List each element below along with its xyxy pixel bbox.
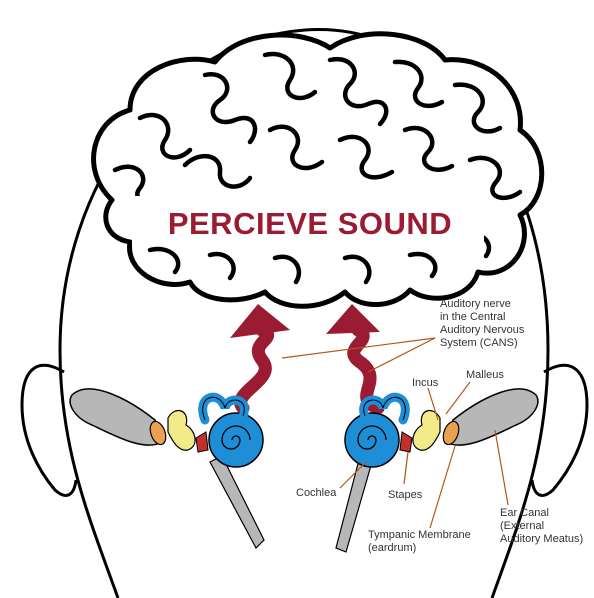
- right-ear-canal: [446, 389, 538, 445]
- label-cochlea: Cochlea: [296, 487, 337, 499]
- left-arrow-shaft: [241, 330, 268, 408]
- brain-outline: [94, 34, 542, 306]
- label-ear-canal-line3: Auditory Meatus): [500, 533, 583, 545]
- label-ear-canal-line1: Ear Canal: [500, 507, 549, 519]
- label-malleus: Malleus: [466, 369, 504, 381]
- leader-tympanic: [430, 446, 455, 528]
- label-auditory-nerve-line3: Auditory Nervous: [440, 324, 525, 336]
- left-wavy-arrow: [230, 304, 290, 408]
- right-ossicles: [413, 411, 440, 451]
- label-tympanic-line1: Tympanic Membrane: [368, 529, 471, 541]
- label-ear-canal-line2: (External: [500, 520, 544, 532]
- title-percieve-sound: PERCIEVE SOUND: [168, 206, 452, 241]
- right-wavy-arrow: [326, 304, 380, 408]
- label-auditory-nerve: Auditory nerve in the Central Auditory N…: [440, 298, 527, 349]
- left-auditory-nerve-stem: [210, 456, 264, 548]
- label-auditory-nerve-line1: Auditory nerve: [440, 298, 511, 310]
- left-cochlea-body: [209, 413, 263, 467]
- right-arrow-head: [326, 304, 380, 334]
- left-ossicles: [168, 411, 195, 451]
- label-auditory-nerve-line2: in the Central: [440, 311, 505, 323]
- label-incus: Incus: [412, 377, 439, 389]
- left-ear-structures: [70, 389, 264, 548]
- leader-ear-canal: [495, 430, 508, 505]
- left-stapes: [196, 432, 208, 452]
- label-auditory-nerve-line4: System (CANS): [440, 337, 518, 349]
- left-arrow-head: [230, 304, 290, 338]
- right-auditory-nerve-stem: [336, 456, 372, 552]
- label-tympanic-line2: (eardrum): [368, 542, 416, 554]
- leader-stapes: [404, 452, 408, 484]
- right-cochlea-body: [345, 413, 399, 467]
- leader-nerve-right: [368, 338, 435, 372]
- right-stapes: [400, 432, 412, 452]
- label-stapes: Stapes: [388, 489, 423, 501]
- label-ear-canal: Ear Canal (External Auditory Meatus): [500, 507, 583, 545]
- brain: [94, 34, 542, 306]
- left-ear-canal: [70, 389, 162, 445]
- label-tympanic-membrane: Tympanic Membrane (eardrum): [368, 529, 474, 554]
